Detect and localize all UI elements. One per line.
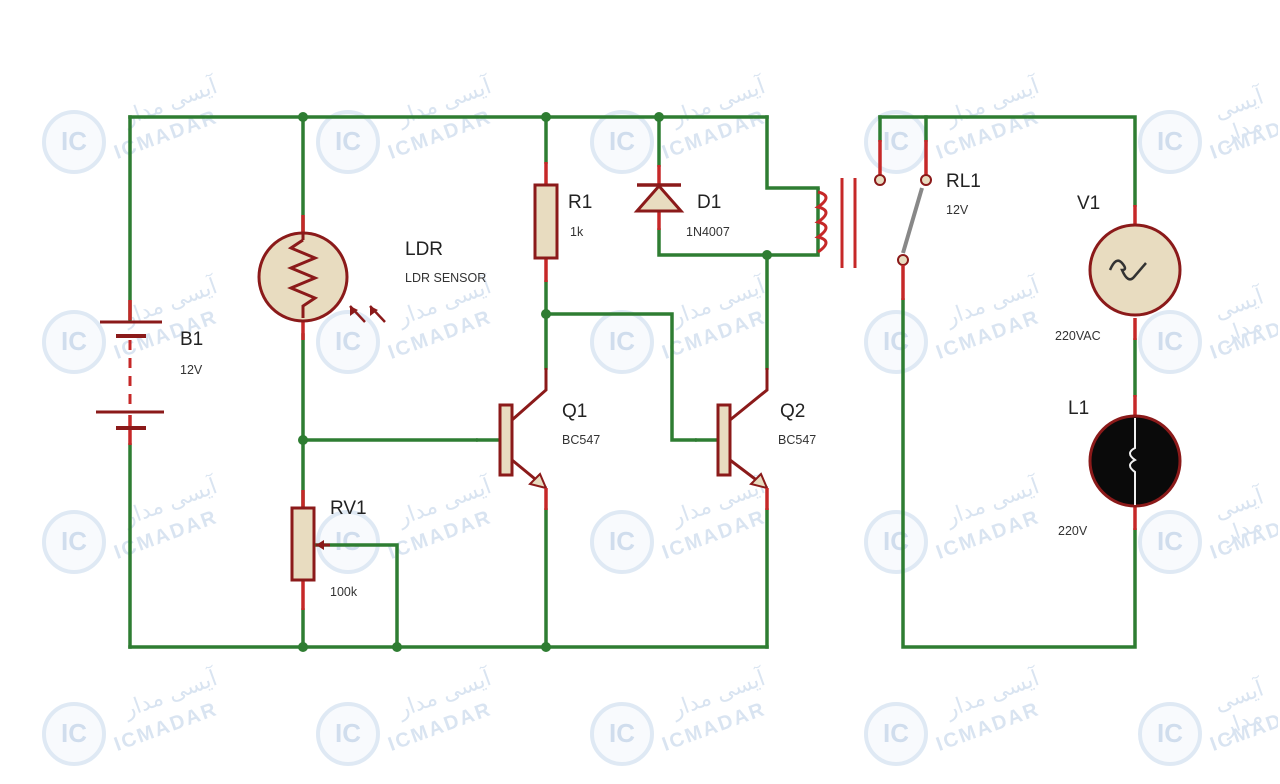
watermark: IC آیسی مدار ICMADAR [1138,80,1278,190]
watermark-logo: IC [1138,510,1202,574]
wire-d1-bottom [657,228,769,257]
battery-ref: B1 [180,329,203,350]
watermark: IC آیسی مدار ICMADAR [42,666,302,782]
watermark-logo: IC [1138,110,1202,174]
watermark: IC آیسی مدار ICMADAR [316,274,576,390]
watermark: IC آیسی مدار ICMADAR [864,474,1124,590]
relay-rl1: RL1 12V [767,140,981,300]
battery-b1: B1 12V [96,300,203,445]
watermark-logo: IC [316,510,380,574]
watermark-logo: IC [864,110,928,174]
q1-value: BC547 [562,433,600,447]
lamp-ref: L1 [1068,398,1089,419]
rv1-value: 100k [330,585,358,599]
diode-d1: D1 1N4007 [633,165,730,239]
watermark: IC آیسی مدار ICMADAR [864,74,1124,190]
watermark-logo: IC [42,310,106,374]
ldr-sensor: LDR LDR SENSOR [257,215,486,340]
wire-ac-top [878,115,1137,207]
battery-value: 12V [180,363,203,377]
wire-q2-base [544,312,697,442]
watermark-logo: IC [864,702,928,766]
watermark: IC آیسی مدار ICMADAR [42,274,302,390]
watermark: IC آیسی مدار ICMADAR [316,474,576,590]
watermark: IC آیسی مدار ICMADAR [864,666,1124,782]
watermark-logo: IC [1138,702,1202,766]
watermark: IC آیسی مدار ICMADAR [42,474,302,590]
watermark: IC آیسی مدار ICMADAR [316,666,576,782]
watermark: IC آیسی مدار ICMADAR [590,474,850,590]
watermark: IC آیسی مدار ICMADAR [1138,480,1278,590]
r1-ref: R1 [568,192,592,213]
d1-value: 1N4007 [686,225,730,239]
ldr-value: LDR SENSOR [405,271,486,285]
q2-value: BC547 [778,433,816,447]
lamp-value: 220V [1058,524,1088,538]
watermark: IC آیسی مدار ICMADAR [1138,672,1278,782]
rv1-ref: RV1 [330,498,367,519]
relay-value: 12V [946,203,969,217]
transistor-q2: Q2 BC547 [695,368,816,510]
watermark-logo: IC [42,110,106,174]
watermark: IC آیسی مدار ICMADAR [42,74,302,190]
lamp-l1: L1 220V [1058,395,1182,538]
watermark: IC آیسی مدار ICMADAR [316,74,576,190]
watermark-logo: IC [590,310,654,374]
wire-coil-top [765,115,820,190]
q2-ref: Q2 [780,401,805,422]
junctions [298,112,772,652]
watermark-logo: IC [590,110,654,174]
transistor-q1: Q1 BC547 [476,368,600,510]
wires [128,115,1137,649]
watermark-logo: IC [1138,310,1202,374]
q1-ref: Q1 [562,401,587,422]
potentiometer-rv1: RV1 100k [290,490,367,610]
watermark-logo: IC [316,310,380,374]
wire-ac-bottom [901,298,1137,649]
watermark: IC آیسی مدار ICMADAR [864,274,1124,390]
wire-rv1-wiper [314,543,399,649]
d1-ref: D1 [697,192,721,213]
watermark-logo: IC [864,510,928,574]
resistor-r1: R1 1k [533,162,592,282]
watermark-logo: IC [316,110,380,174]
watermark-logo: IC [864,310,928,374]
watermark-logo: IC [42,510,106,574]
watermark-logo: IC [590,702,654,766]
watermark: IC آیسی مدار ICMADAR [590,666,850,782]
watermark-logo: IC [42,702,106,766]
ldr-ref: LDR [405,239,443,260]
watermark: IC آیسی مدار ICMADAR [590,74,850,190]
watermark: IC آیسی مدار ICMADAR [590,274,850,390]
relay-ref: RL1 [946,171,981,192]
watermark: IC آیسی مدار ICMADAR [1138,280,1278,390]
v1-value: 220VAC [1055,329,1101,343]
watermark-logo: IC [590,510,654,574]
ac-source-v1: V1 220VAC [1055,193,1182,343]
r1-value: 1k [570,225,584,239]
watermark-logo: IC [316,702,380,766]
v1-ref: V1 [1077,193,1100,214]
